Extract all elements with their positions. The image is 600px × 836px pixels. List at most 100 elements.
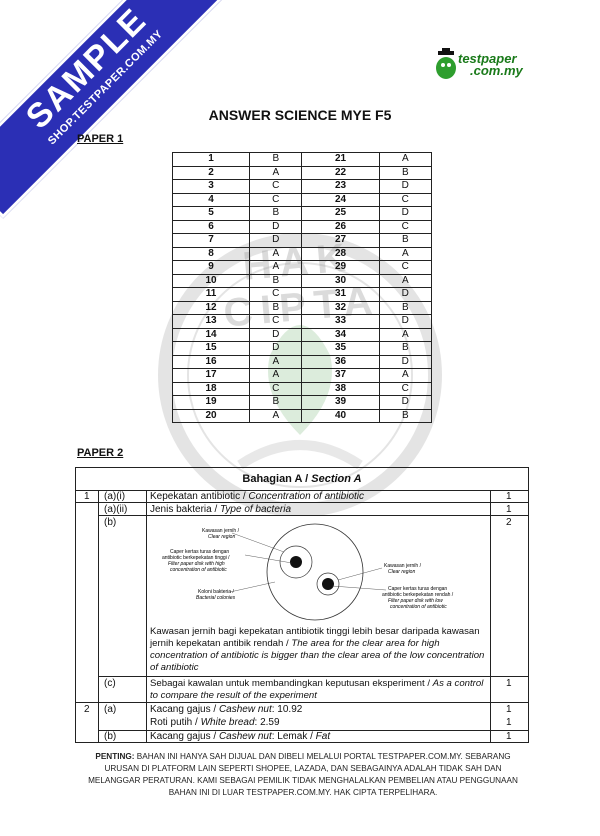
answer-cell: B bbox=[249, 300, 303, 315]
answer-cell: D bbox=[378, 314, 433, 329]
q1-b-mark: 2 bbox=[506, 517, 512, 528]
question-number-cell: 26 bbox=[301, 219, 380, 234]
petri-dish-diagram: Kawasan jernih / Clear region Caper kert… bbox=[162, 523, 454, 621]
question-number-cell: 33 bbox=[301, 314, 380, 329]
question-number-cell: 37 bbox=[301, 368, 380, 383]
q1-aii-label: (a)(ii) bbox=[104, 504, 128, 515]
q1-aii-mark: 1 bbox=[506, 504, 512, 515]
label-high-disk-3: Filter paper disk with high bbox=[168, 561, 225, 567]
logo-line2: .com.my bbox=[470, 63, 523, 78]
question-number-cell: 13 bbox=[171, 314, 251, 329]
answer-cell: D bbox=[378, 395, 433, 410]
label-colonies-en: Bacterial colonies bbox=[196, 595, 236, 601]
answer-cell: D bbox=[378, 287, 433, 302]
label-low-disk-3: Filter paper disk with low bbox=[388, 598, 443, 604]
question-number-cell: 9 bbox=[171, 260, 251, 275]
label-low-disk-2: antibiotic berkepekatan rendah / bbox=[382, 592, 454, 598]
question-number-cell: 30 bbox=[301, 273, 380, 288]
label-low-disk-4: concentration of antibiotic bbox=[390, 604, 447, 610]
answer-cell: C bbox=[378, 219, 433, 234]
question-number-cell: 31 bbox=[301, 287, 380, 302]
question-number-cell: 24 bbox=[301, 192, 380, 207]
q2-a2-mark: 1 bbox=[506, 717, 512, 728]
question-number-cell: 20 bbox=[171, 408, 251, 423]
question-number-cell: 4 bbox=[171, 192, 251, 207]
answer-cell: B bbox=[378, 341, 433, 356]
answer-cell: B bbox=[249, 273, 303, 288]
answer-cell: A bbox=[378, 327, 433, 342]
q1-number: 1 bbox=[84, 491, 90, 502]
q2-b-answer: Kacang gajus / Cashew nut: Lemak / Fat bbox=[150, 731, 331, 742]
question-number-cell: 14 bbox=[171, 327, 251, 342]
paper1-label: PAPER 1 bbox=[77, 133, 124, 145]
question-number-cell: 15 bbox=[171, 341, 251, 356]
answer-cell: C bbox=[378, 260, 433, 275]
question-number-cell: 38 bbox=[301, 381, 380, 396]
q1-ai-label: (a)(i) bbox=[104, 491, 126, 502]
answer-cell: A bbox=[378, 152, 433, 167]
answer-cell: D bbox=[249, 233, 303, 248]
label-high-disk-1: Caper kertas turas dengan bbox=[170, 549, 229, 555]
section-heading-english: Section A bbox=[311, 473, 362, 485]
q1-b-answer: Kawasan jernih bagi kepekatan antibiotik… bbox=[150, 626, 485, 673]
answer-cell: A bbox=[378, 246, 433, 261]
answer-cell: A bbox=[249, 408, 303, 423]
q1-ai-answer: Kepekatan antibiotic / Concentration of … bbox=[150, 491, 365, 502]
answer-cell: C bbox=[378, 192, 433, 207]
answer-cell: C bbox=[249, 287, 303, 302]
question-number-cell: 28 bbox=[301, 246, 380, 261]
answer-cell: A bbox=[249, 165, 303, 180]
label-clear-region-left-en: Clear region bbox=[208, 534, 235, 540]
answer-cell: D bbox=[378, 206, 433, 221]
answer-cell: A bbox=[378, 368, 433, 383]
answer-cell: B bbox=[378, 165, 433, 180]
answer-cell: D bbox=[249, 219, 303, 234]
question-number-cell: 39 bbox=[301, 395, 380, 410]
q2-b-label: (b) bbox=[104, 731, 117, 742]
page-title: ANSWER SCIENCE MYE F5 bbox=[208, 107, 392, 123]
label-clear-region-left: Kawasan jernih / bbox=[202, 528, 240, 534]
answer-cell: C bbox=[249, 314, 303, 329]
answer-cell: A bbox=[378, 273, 433, 288]
question-number-cell: 40 bbox=[301, 408, 380, 423]
question-number-cell: 21 bbox=[301, 152, 380, 167]
section-heading: Bahagian A / Section A bbox=[76, 468, 528, 491]
question-number-cell: 35 bbox=[301, 341, 380, 356]
answer-cell: D bbox=[249, 341, 303, 356]
question-number-cell: 32 bbox=[301, 300, 380, 315]
q2-b-mark: 1 bbox=[506, 731, 512, 742]
answer-cell: B bbox=[249, 395, 303, 410]
answer-cell: A bbox=[249, 246, 303, 261]
question-number-cell: 36 bbox=[301, 354, 380, 369]
answer-cell: A bbox=[249, 354, 303, 369]
paper2-answer-table: Bahagian A / Section A 1 (a)(i) Kepekata… bbox=[75, 467, 529, 743]
q1-c-mark: 1 bbox=[506, 678, 512, 689]
question-number-cell: 8 bbox=[171, 246, 251, 261]
q2-a1-mark: 1 bbox=[506, 704, 512, 715]
q1-b-label: (b) bbox=[104, 517, 117, 528]
answer-cell: B bbox=[378, 408, 433, 423]
answer-cell: B bbox=[249, 206, 303, 221]
q2-number: 2 bbox=[84, 704, 90, 715]
section-heading-malay: Bahagian A / bbox=[242, 473, 312, 485]
answer-cell: B bbox=[378, 233, 433, 248]
label-colonies: Koloni bakteria / bbox=[198, 589, 234, 595]
question-number-cell: 25 bbox=[301, 206, 380, 221]
question-number-cell: 3 bbox=[171, 179, 251, 194]
question-number-cell: 19 bbox=[171, 395, 251, 410]
question-number-cell: 18 bbox=[171, 381, 251, 396]
